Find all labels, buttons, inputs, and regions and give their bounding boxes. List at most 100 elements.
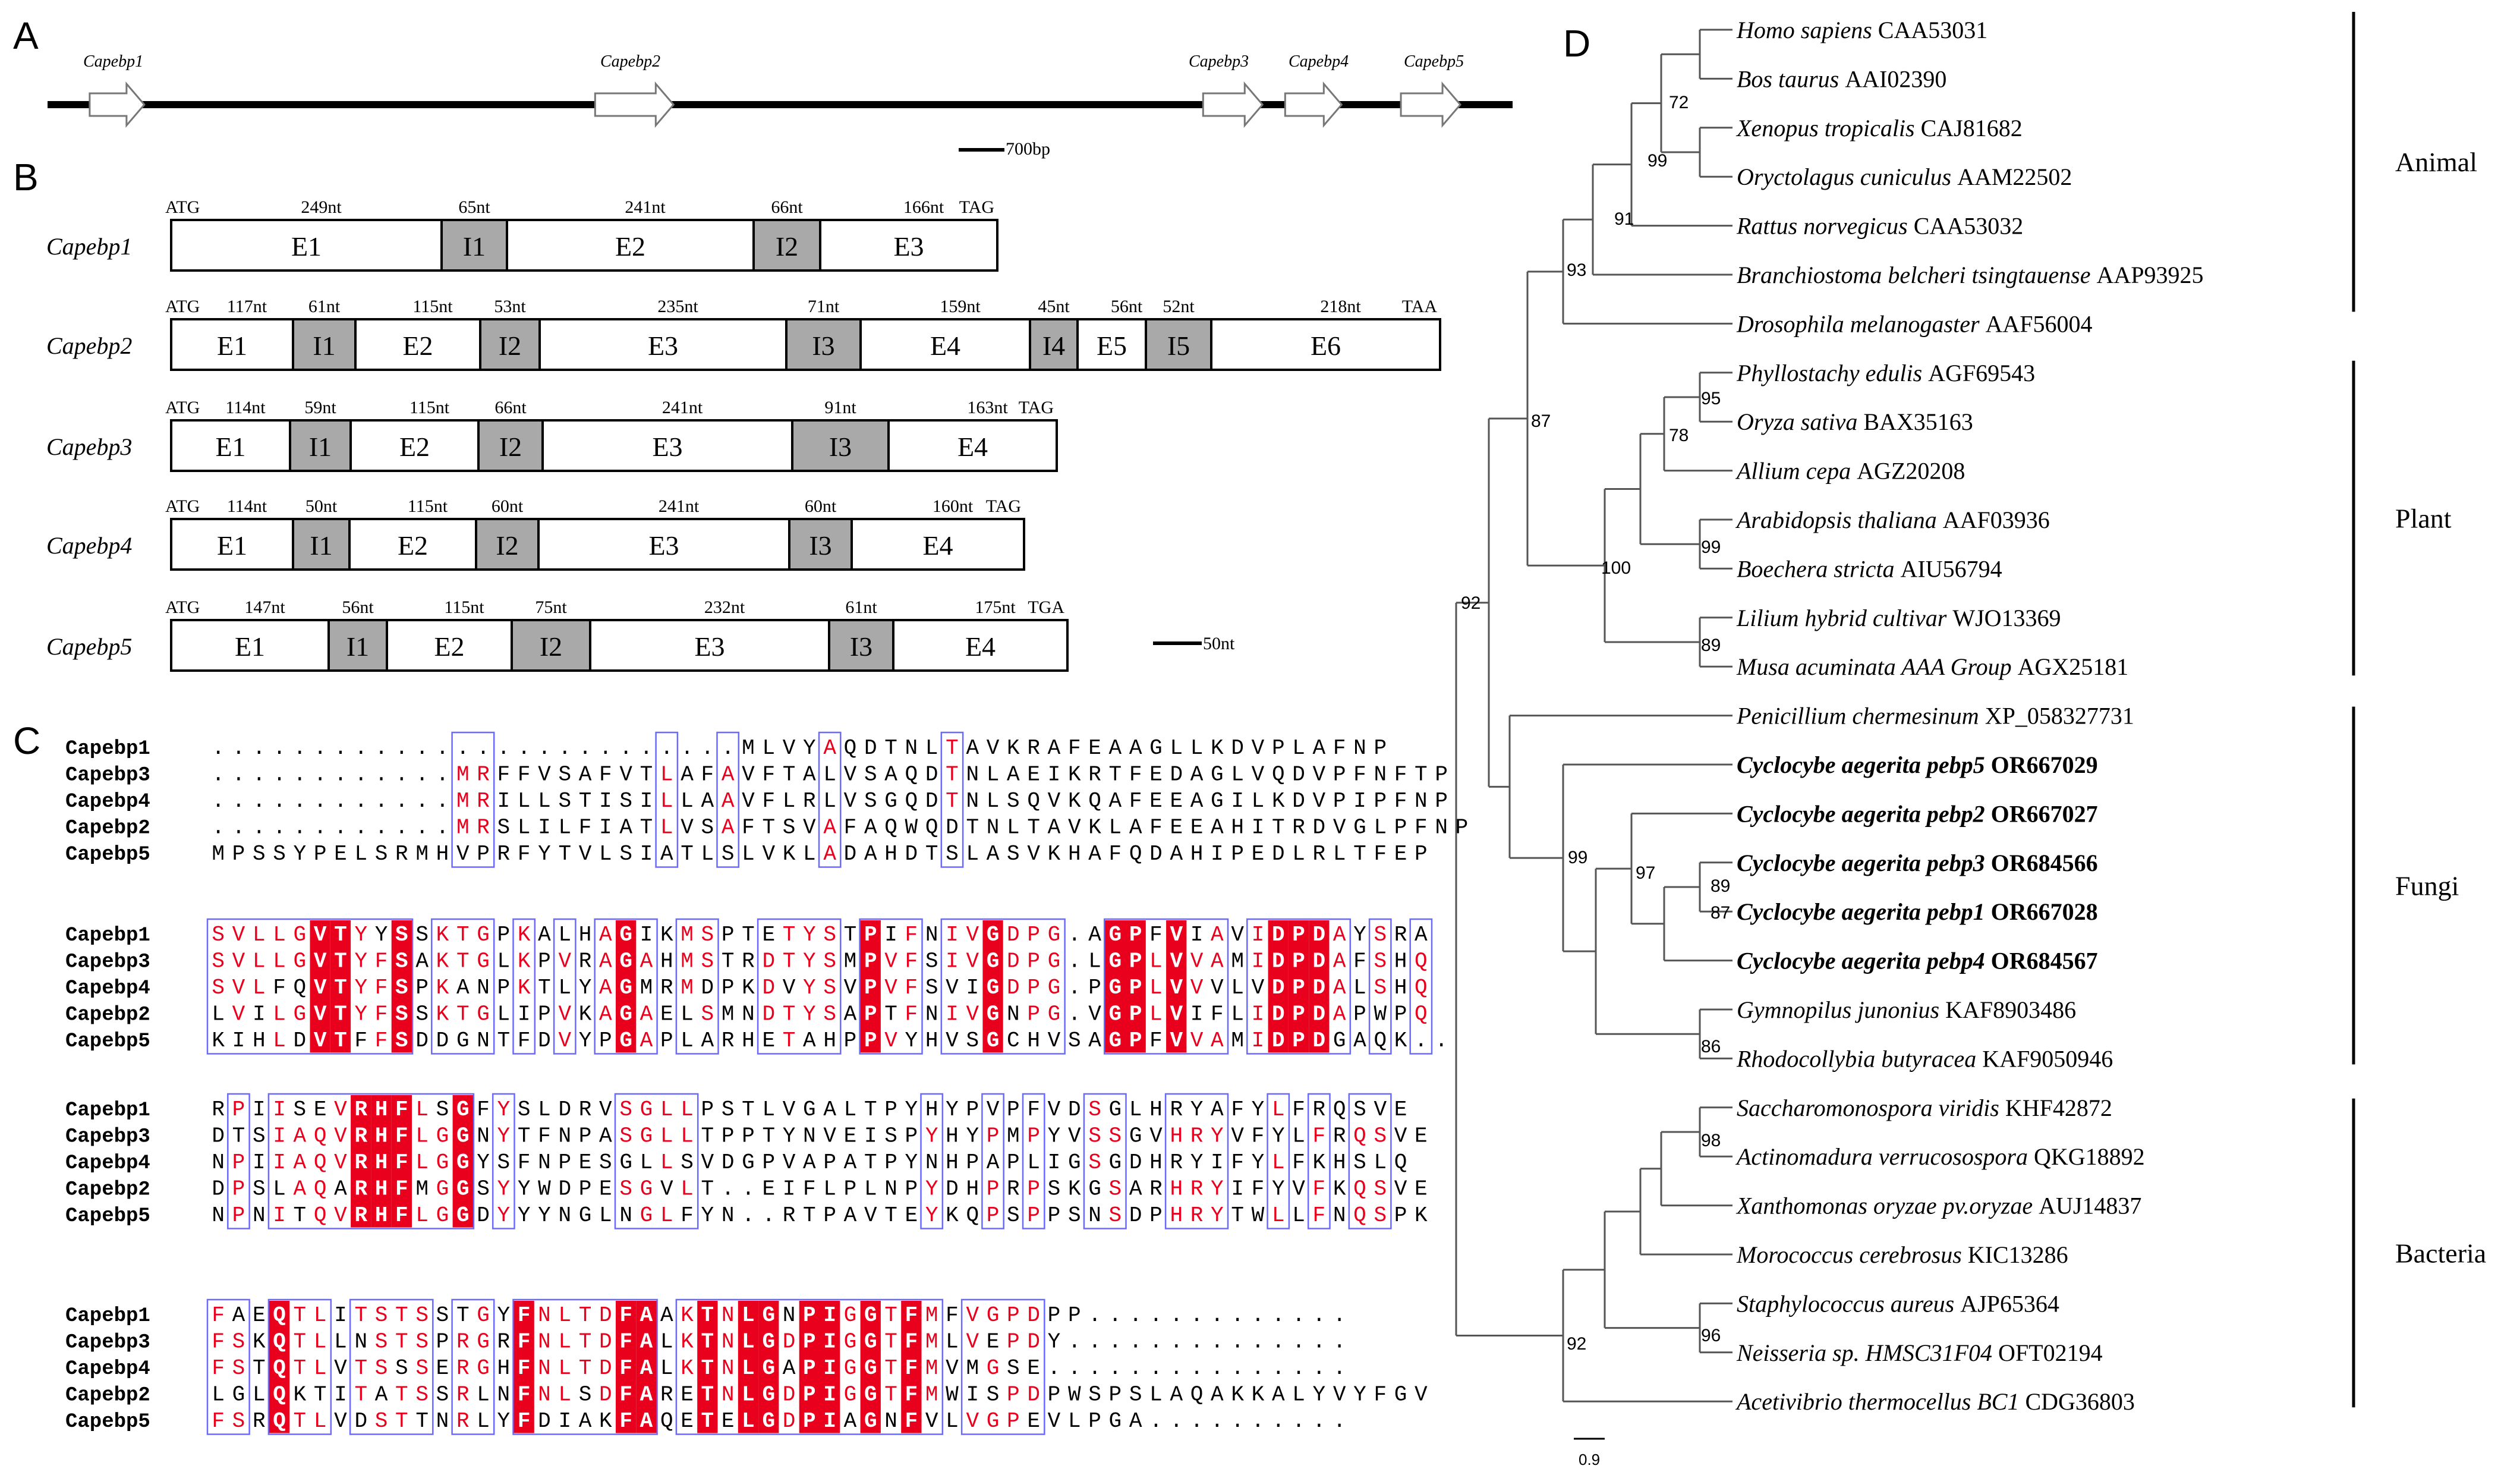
residue: P: [1353, 1002, 1366, 1027]
residue: Y: [375, 923, 388, 947]
residue: V: [334, 1409, 347, 1433]
residue: C: [1007, 1029, 1020, 1053]
residue: F: [905, 1356, 918, 1380]
residue: L: [762, 736, 775, 760]
residue: S: [925, 949, 938, 974]
identical-column: [269, 1301, 290, 1433]
residue: V: [1088, 1002, 1101, 1027]
residue: H: [375, 1124, 388, 1149]
stop-codon: TGA: [1028, 597, 1064, 617]
bootstrap-value: 99: [1648, 151, 1667, 171]
residue: .: [1252, 1303, 1265, 1328]
accession-number: AAP93925: [2096, 262, 2203, 288]
residue: .: [1313, 1356, 1326, 1380]
identical-column: [351, 1095, 371, 1228]
residue: T: [334, 1002, 347, 1027]
residue: A: [599, 976, 612, 1000]
residue: P: [1129, 949, 1142, 974]
residue: A: [599, 923, 612, 947]
residue: L: [1149, 1383, 1163, 1407]
residue: S: [987, 1383, 1000, 1407]
residue: A: [1272, 1383, 1285, 1407]
residue: L: [1027, 1150, 1040, 1175]
residue: L: [1231, 1002, 1244, 1027]
segment-label: E4: [922, 530, 953, 561]
residue: E: [987, 1330, 1000, 1354]
residue: .: [456, 736, 470, 760]
residue: L: [415, 1150, 429, 1175]
residue: V: [1068, 816, 1081, 840]
residue: S: [966, 1029, 979, 1053]
residue: Q: [884, 816, 897, 840]
residue: V: [558, 949, 571, 974]
residue: D: [1007, 976, 1020, 1000]
residue: N: [497, 1383, 511, 1407]
residue: V: [783, 1150, 796, 1175]
residue: .: [1333, 1409, 1346, 1433]
residue: P: [864, 949, 877, 974]
residue: L: [742, 1383, 755, 1407]
residue: I: [783, 1177, 796, 1202]
residue: L: [273, 1029, 286, 1053]
segment-length: 147nt: [244, 597, 285, 617]
segment-length: 115nt: [408, 496, 448, 516]
identical-column: [738, 1301, 759, 1433]
residue: .: [375, 763, 388, 787]
residue: A: [844, 1203, 857, 1228]
intron-i3: [791, 419, 890, 472]
residue: F: [395, 1150, 408, 1175]
residue: P: [1007, 1097, 1020, 1122]
species-name: Xanthomonas oryzae pv.oryzae: [1735, 1193, 2039, 1219]
residue: L: [640, 1150, 653, 1175]
residue: .: [1333, 1303, 1346, 1328]
residue: .: [375, 816, 388, 840]
residue: P: [803, 1383, 816, 1407]
residue: L: [1007, 816, 1020, 840]
residue: V: [1231, 1124, 1244, 1149]
residue: F: [905, 923, 918, 947]
residue: Y: [803, 976, 816, 1000]
residue: R: [803, 789, 816, 813]
taxon-label: Staphylococcus aureus AJP65364: [1737, 1290, 2059, 1317]
taxon-label: Rhodocollybia butyracea KAF9050946: [1736, 1045, 2113, 1072]
residue: S: [1374, 949, 1387, 974]
gene-model-capebp5: Capebp5ATGE1147ntI156ntE2115ntI275ntE323…: [46, 597, 1069, 672]
residue: F: [395, 1177, 408, 1202]
residue: .: [436, 763, 449, 787]
segment-label: E1: [217, 331, 247, 361]
residue: Y: [579, 1029, 592, 1053]
residue: V: [864, 1203, 877, 1228]
segment-length: 218nt: [1320, 297, 1361, 316]
residue: I: [823, 1303, 836, 1328]
residue: D: [1007, 923, 1020, 947]
conservation-box: [920, 1093, 944, 1229]
taxon-label: Acetivibrio thermocellus BC1 CDG36803: [1735, 1388, 2135, 1415]
intron-i2: [475, 518, 540, 571]
residue: P: [599, 1029, 612, 1053]
residue: Q: [273, 1409, 286, 1433]
gene-model-capebp3: Capebp3ATGE1114ntI159ntE2115ntI266ntE324…: [46, 398, 1058, 472]
residue: Q: [1272, 763, 1285, 787]
residue: G: [1048, 949, 1061, 974]
bootstrap-value: 92: [1461, 593, 1480, 613]
residue: P: [844, 1177, 857, 1202]
residue: R: [660, 1383, 673, 1407]
residue: G: [987, 1356, 1000, 1380]
residue: I: [640, 923, 653, 947]
residue: P: [1027, 976, 1040, 1000]
residue: A: [1415, 923, 1428, 947]
residue: M: [640, 976, 653, 1000]
residue: V: [966, 1303, 979, 1328]
residue: P: [1292, 923, 1305, 947]
exon-e2: [386, 619, 513, 672]
residue: .: [314, 816, 327, 840]
residue: L: [681, 1029, 694, 1053]
species-name: Saccharomonospora viridis: [1737, 1095, 2005, 1121]
residue: L: [273, 1002, 286, 1027]
residue: A: [864, 816, 877, 840]
residue: .: [1252, 1409, 1265, 1433]
residue: .: [1211, 1409, 1224, 1433]
identical-column: [452, 1095, 473, 1228]
residue: .: [314, 763, 327, 787]
residue: D: [1231, 736, 1244, 760]
